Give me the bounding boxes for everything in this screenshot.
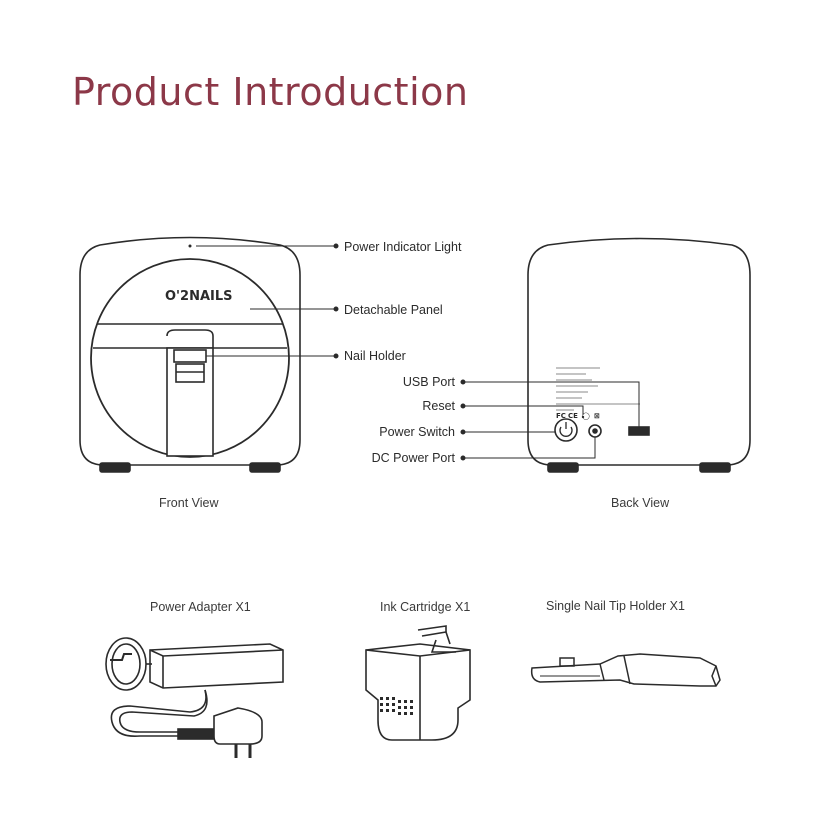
label-dc-power-port: DC Power Port <box>372 451 455 465</box>
label-nail-holder: Nail Holder <box>344 349 406 363</box>
front-view-device <box>80 238 300 473</box>
rating-label-lines <box>556 368 640 410</box>
caption-ink-cartridge: Ink Cartridge X1 <box>380 600 470 614</box>
power-adapter-drawing <box>106 638 283 758</box>
back-callout-lines <box>461 380 639 460</box>
back-view-device <box>528 239 750 473</box>
certification-marks: FC CE ◯ ⊠ <box>556 412 600 420</box>
brand-logo: O'2NAILS <box>165 289 233 304</box>
label-detachable-panel: Detachable Panel <box>344 303 443 317</box>
label-reset: Reset <box>422 399 455 413</box>
svg-text:⊠: ⊠ <box>594 412 600 420</box>
svg-text:CE: CE <box>568 412 578 420</box>
caption-front-view: Front View <box>159 496 219 510</box>
label-usb-port: USB Port <box>403 375 455 389</box>
caption-power-adapter: Power Adapter X1 <box>150 600 251 614</box>
label-power-switch: Power Switch <box>379 425 455 439</box>
label-power-indicator-light: Power Indicator Light <box>344 240 461 254</box>
nail-tip-holder-drawing <box>532 654 720 686</box>
caption-nail-tip-holder: Single Nail Tip Holder X1 <box>546 599 685 613</box>
svg-text:FC: FC <box>556 412 566 420</box>
caption-back-view: Back View <box>611 496 669 510</box>
ink-cartridge-drawing <box>366 626 470 740</box>
